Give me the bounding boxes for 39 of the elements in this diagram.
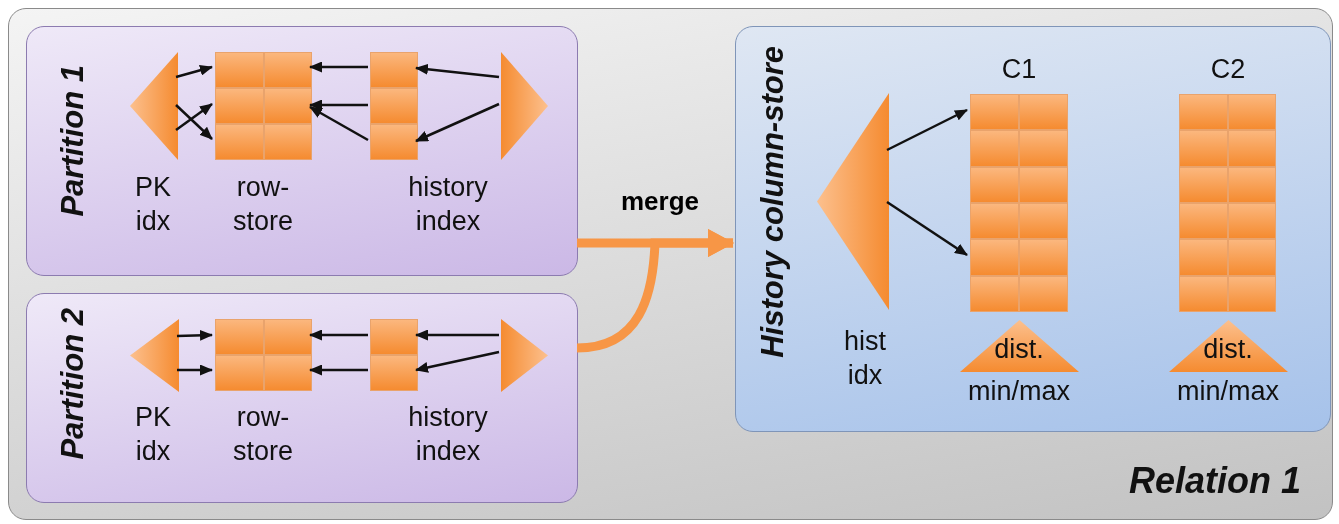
arrow	[415, 350, 500, 373]
node-label: PK idx	[135, 401, 171, 468]
arrow	[415, 102, 500, 143]
node-label: dist.	[994, 333, 1044, 366]
arrow	[175, 64, 213, 79]
arrow	[309, 364, 368, 376]
arrow	[309, 329, 368, 341]
arrow	[886, 200, 968, 257]
arrow	[309, 61, 368, 73]
arrow	[309, 99, 368, 111]
panel-title: Partition 2	[56, 308, 90, 460]
partition-panel	[26, 26, 578, 276]
partition-panel	[26, 293, 578, 503]
node-label: hist idx	[844, 325, 886, 392]
arrow	[175, 104, 213, 140]
node-label: dist.	[1203, 333, 1253, 366]
arrow	[309, 105, 369, 142]
node-label: min/max	[1177, 375, 1279, 408]
arrow	[415, 63, 500, 79]
panel-title: History column-store	[756, 46, 790, 358]
node-label: history index	[408, 171, 488, 238]
merge-arrow	[576, 229, 734, 353]
arrow	[886, 108, 968, 152]
node-label: C2	[1210, 53, 1246, 86]
panel-title: Relation 1	[1129, 461, 1302, 501]
arrow	[176, 329, 213, 341]
column-store-panel	[735, 26, 1331, 432]
node-label: history index	[408, 401, 488, 468]
relation-panel	[8, 8, 1333, 520]
arrow	[415, 329, 499, 341]
node-label: row- store	[233, 171, 293, 238]
arrow	[177, 364, 213, 376]
node-label: PK idx	[135, 171, 171, 238]
node-label: C1	[1001, 53, 1037, 86]
panel-title: Partition 1	[56, 65, 90, 217]
edge-label: merge	[621, 186, 699, 217]
node-label: min/max	[968, 375, 1070, 408]
arrow	[175, 103, 213, 131]
node-label: row- store	[233, 401, 293, 468]
